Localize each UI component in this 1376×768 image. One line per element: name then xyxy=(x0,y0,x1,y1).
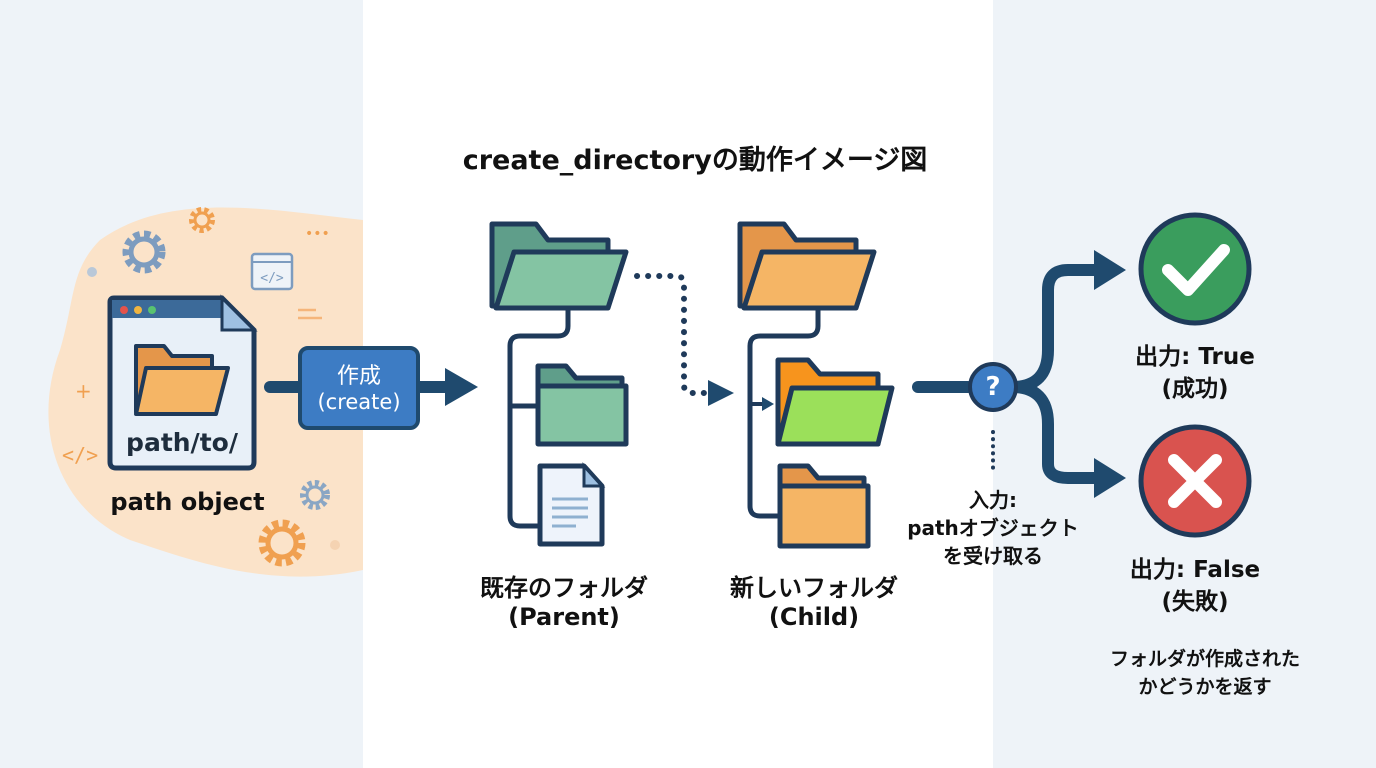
question-icon: ? xyxy=(985,372,1001,402)
input-label-line1: 入力: xyxy=(969,488,1017,512)
folder-open-icon xyxy=(489,221,629,311)
gear-icon xyxy=(300,480,330,510)
input-label-line2: pathオブジェクト xyxy=(907,516,1079,540)
decision-node: ? xyxy=(968,362,1018,412)
create-label-jp: 作成 xyxy=(336,364,381,389)
code-window-icon: </> xyxy=(250,252,294,291)
svg-text:</>: </> xyxy=(260,271,284,286)
child-folder-tree xyxy=(737,221,895,549)
child-label-en: (Child) xyxy=(768,603,860,631)
folder-open-icon xyxy=(737,221,877,311)
create-button-box: 作成 (create) xyxy=(298,346,420,430)
gear-icon xyxy=(189,207,215,233)
path-object-caption: path object xyxy=(110,488,265,516)
file-icon xyxy=(537,462,606,547)
folder-icon xyxy=(535,363,629,447)
parent-label-jp: 既存のフォルダ xyxy=(480,574,648,602)
success-check-icon xyxy=(1138,212,1252,326)
gear-icon xyxy=(258,519,306,567)
decorations: </> </> + ••• xyxy=(62,207,340,567)
input-label-line3: を受け取る xyxy=(943,544,1043,568)
failure-x-icon xyxy=(1138,424,1252,538)
output-true-sub: (成功) xyxy=(1161,376,1229,402)
svg-text:•••: ••• xyxy=(305,226,330,242)
page-title: create_directoryの動作イメージ図 xyxy=(462,145,928,176)
output-false-sub: (失敗) xyxy=(1161,589,1229,615)
create-label-en: (create) xyxy=(317,390,401,414)
parent-folder-tree xyxy=(489,221,629,547)
path-object-icon xyxy=(107,294,258,471)
plus-icon: + xyxy=(75,379,92,403)
new-folder-icon xyxy=(775,357,895,447)
folder-icon xyxy=(777,463,871,549)
parent-label-en: (Parent) xyxy=(508,603,620,631)
path-text: path/to/ xyxy=(126,428,238,457)
child-label-jp: 新しいフォルダ xyxy=(730,574,898,602)
output-note-line2: かどうかを返す xyxy=(1138,676,1272,698)
folder-icon xyxy=(134,344,230,416)
output-note-line1: フォルダが作成された xyxy=(1109,648,1300,670)
output-true-label: 出力: True xyxy=(1135,344,1255,370)
center-panel xyxy=(363,0,993,768)
gear-icon xyxy=(122,230,166,274)
dot-decoration xyxy=(87,267,97,277)
arrow-right-icon xyxy=(762,397,774,411)
dot-decoration xyxy=(330,540,340,550)
output-false-label: 出力: False xyxy=(1129,557,1261,583)
code-icon: </> xyxy=(62,443,98,467)
